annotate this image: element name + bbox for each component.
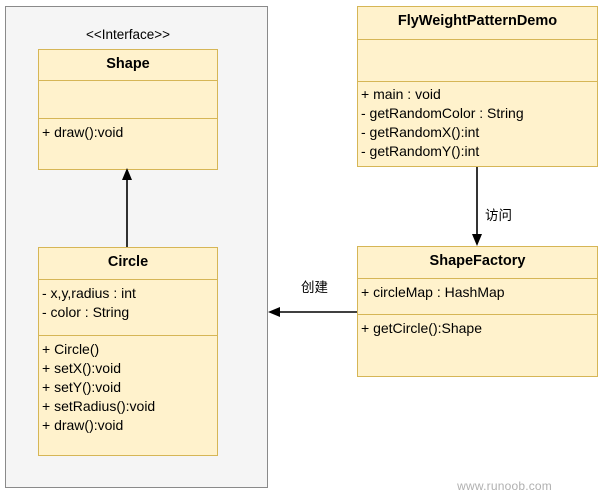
shape-method: + draw():void bbox=[42, 124, 124, 140]
circle-method: + Circle() bbox=[42, 341, 100, 357]
factory-methods: + getCircle():Shape bbox=[358, 315, 597, 338]
demo-class[interactable]: FlyWeightPatternDemo + main : void - get… bbox=[357, 6, 598, 167]
circle-method: + setX():void bbox=[42, 360, 121, 376]
factory-class[interactable]: ShapeFactory + circleMap : HashMap + get… bbox=[357, 246, 598, 377]
create-edge bbox=[268, 307, 357, 317]
demo-method: - getRandomColor : String bbox=[361, 105, 524, 121]
circle-attribute: - x,y,radius : int bbox=[42, 285, 136, 301]
shape-class-title: Shape bbox=[39, 50, 217, 81]
demo-method: + main : void bbox=[361, 86, 441, 102]
circle-method: + setRadius():void bbox=[42, 398, 156, 414]
circle-method: + setY():void bbox=[42, 379, 121, 395]
visit-edge bbox=[472, 167, 482, 246]
watermark: www.runoob.com bbox=[457, 479, 552, 493]
demo-method: - getRandomX():int bbox=[361, 124, 480, 140]
factory-class-title: ShapeFactory bbox=[358, 247, 597, 279]
circle-attributes: - x,y,radius : int - color : String bbox=[39, 280, 217, 336]
demo-class-title: FlyWeightPatternDemo bbox=[358, 7, 597, 40]
factory-method: + getCircle():Shape bbox=[361, 320, 483, 336]
circle-method: + draw():void bbox=[42, 417, 124, 433]
demo-attributes bbox=[358, 40, 597, 82]
circle-class-title: Circle bbox=[39, 248, 217, 280]
demo-methods: + main : void - getRandomColor : String … bbox=[358, 82, 597, 161]
demo-method: - getRandomY():int bbox=[361, 143, 480, 159]
factory-attribute: + circleMap : HashMap bbox=[361, 284, 505, 300]
interface-stereotype: <<Interface>> bbox=[85, 27, 171, 42]
visit-edge-label: 访问 bbox=[485, 208, 512, 223]
circle-class[interactable]: Circle - x,y,radius : int - color : Stri… bbox=[38, 247, 218, 456]
shape-attributes bbox=[39, 81, 217, 119]
shape-class[interactable]: Shape + draw():void bbox=[38, 49, 218, 170]
factory-attributes: + circleMap : HashMap bbox=[358, 279, 597, 315]
circle-methods: + Circle() + setX():void + setY():void +… bbox=[39, 336, 217, 435]
circle-attribute: - color : String bbox=[42, 304, 130, 320]
realization-edge bbox=[122, 168, 132, 247]
shape-methods: + draw():void bbox=[39, 119, 217, 142]
create-edge-label: 创建 bbox=[301, 280, 328, 295]
